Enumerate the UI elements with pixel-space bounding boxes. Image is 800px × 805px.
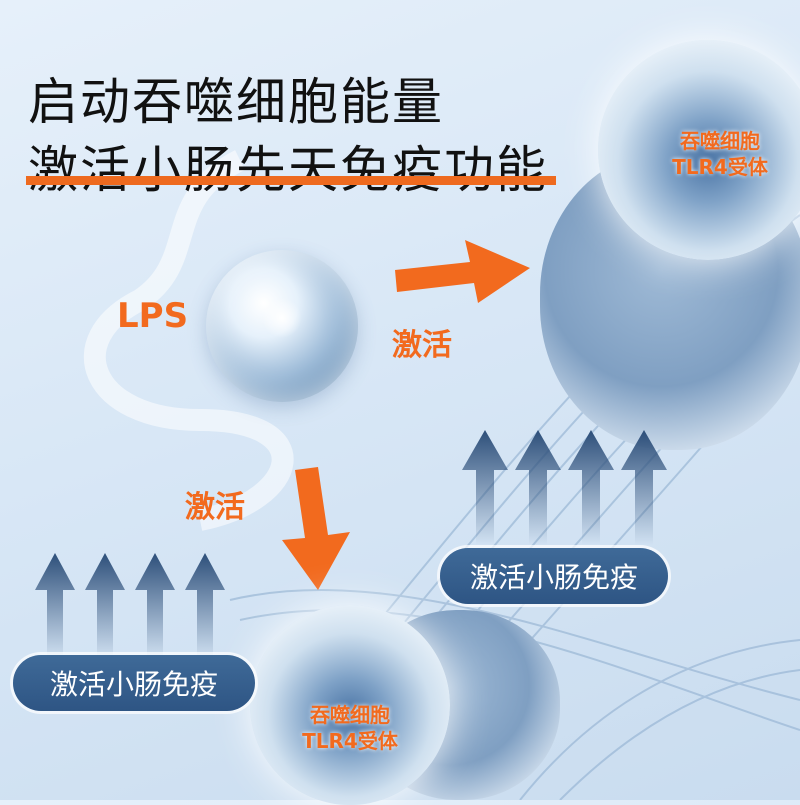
- cell-label-bottom: 吞噬细胞 TLR4受体: [280, 702, 420, 754]
- badge-text: 激活小肠免疫: [49, 668, 218, 701]
- cell-sphere-bottom: [250, 605, 450, 805]
- badge-text: 激活小肠免疫: [469, 561, 638, 594]
- up-arrow-icon: [462, 430, 508, 545]
- headline-underline: [26, 176, 556, 185]
- lps-sparkle: [262, 298, 302, 338]
- cell-label-line2: TLR4受体: [672, 155, 768, 179]
- activate-label-down: 激活: [185, 490, 245, 525]
- up-arrow-icon: [621, 430, 667, 545]
- up-arrow-icon: [568, 430, 614, 545]
- cell-label-line1: 吞噬细胞: [680, 129, 760, 153]
- up-arrow-icon: [515, 430, 561, 545]
- headline-line2: 激活小肠先天免疫功能: [28, 141, 548, 199]
- arrow-down-icon: [282, 467, 350, 590]
- cell-sphere-top-right: [598, 40, 800, 260]
- headline-line1: 启动吞噬细胞能量: [28, 73, 444, 131]
- up-arrow-icon: [85, 553, 125, 660]
- lps-label: LPS: [117, 296, 189, 336]
- badge-activate-immunity-right: 激活小肠免疫: [440, 548, 668, 604]
- up-arrow-icon: [185, 553, 225, 660]
- activate-label-right: 激活: [392, 328, 452, 363]
- up-arrow-icon: [35, 553, 75, 660]
- arrow-right-icon: [395, 240, 530, 303]
- badge-activate-immunity-left: 激活小肠免疫: [13, 655, 255, 711]
- up-arrow-icon: [135, 553, 175, 660]
- cell-label-line2: TLR4受体: [302, 729, 398, 753]
- cell-label-line1: 吞噬细胞: [310, 703, 390, 727]
- cell-label-top-right: 吞噬细胞 TLR4受体: [640, 128, 800, 180]
